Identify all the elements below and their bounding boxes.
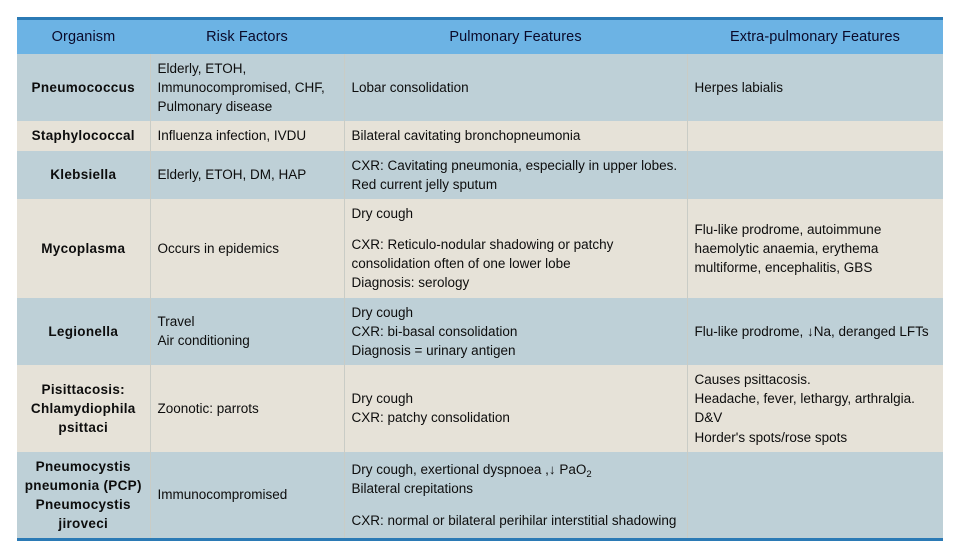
cell-line: Klebsiella (50, 167, 117, 183)
cell-line: Zoonotic: parrots (157, 400, 259, 416)
cell-line: CXR: Cavitating pneumonia, especially in… (351, 157, 678, 192)
cell-line: Diagnosis: serology (351, 275, 470, 291)
cell-line: Herpes labialis (694, 80, 784, 96)
cell-line: Bilateral crepitations (351, 481, 474, 497)
line-gap (352, 499, 680, 511)
cell-line: Pneumococcus (31, 80, 135, 96)
cell-organism: Staphylococcal (17, 121, 151, 151)
column-header-extra-pulmonary-features: Extra-pulmonary Features (687, 18, 943, 54)
cell-risk-factors: Elderly, ETOH, DM, HAP (149, 150, 345, 199)
cell-organism: Pisittacosis: Chlamydiophila psittaci (17, 365, 151, 452)
cell-extra-pulmonary-features: Causes psittacosis. Headache, fever, leth… (686, 365, 943, 452)
cell-line: Dry cough, exertional dyspnoea ,↓ PaO2 (351, 462, 592, 481)
cell-line: CXR: Reticulo-nodular shadowing or patch… (351, 237, 614, 272)
cell-organism: Legionella (17, 297, 151, 366)
pneumonia-table-container: Organism Risk Factors Pulmonary Features… (17, 17, 943, 541)
cell-line: Bilateral cavitating bronchopneumonia (351, 128, 581, 144)
cell-line: Occurs in epidemics (157, 240, 280, 256)
cell-line: Influenza infection, IVDU (157, 128, 307, 144)
cell-line: Pisittacosis: (41, 381, 125, 397)
cell-line: Dry cough (351, 205, 414, 221)
cell-line: Staphylococcal (31, 128, 135, 144)
cell-extra-pulmonary-features (686, 150, 943, 199)
pneumonia-organisms-table: Organism Risk Factors Pulmonary Features… (17, 17, 943, 541)
table-row: Pisittacosis: Chlamydiophila psittaci Zoono… (17, 365, 943, 452)
cell-line: Dry cough (351, 391, 414, 407)
cell-line: Elderly, ETOH, (157, 61, 247, 76)
table-row: Pneumococcus Elderly, ETOH, Immunocompromi… (17, 54, 943, 122)
table-header: Organism Risk Factors Pulmonary Features… (17, 18, 943, 54)
cell-line: Pneumocystis (35, 496, 131, 512)
cell-risk-factors: Occurs in epidemics (149, 198, 345, 298)
cell-line: Horder's spots/rose spots (694, 429, 848, 445)
cell-line: jiroveci (58, 516, 109, 532)
table-body: Pneumococcus Elderly, ETOH, Immunocompromi… (17, 54, 943, 540)
cell-organism: Mycoplasma (17, 198, 151, 298)
cell-line: Pneumocystis (35, 458, 131, 474)
cell-line: Lobar consolidation (351, 80, 469, 96)
column-header-pulmonary-features: Pulmonary Features (344, 18, 687, 54)
cell-line: Travel (157, 314, 195, 330)
cell-line: Legionella (48, 323, 119, 339)
cell-line: Diagnosis = urinary antigen (351, 342, 516, 358)
table-header-row: Organism Risk Factors Pulmonary Features… (17, 18, 943, 54)
cell-risk-factors: Influenza infection, IVDU (149, 121, 345, 151)
cell-line: Chlamydiophila (30, 400, 136, 416)
cell-pulmonary-features: Lobar consolidation (343, 54, 688, 122)
cell-line: psittaci (58, 419, 109, 435)
cell-line: Flu-like prodrome, autoimmune haemolytic… (694, 221, 882, 275)
table-row: Pneumocystis pneumonia (PCP) Pneumocystis j… (17, 451, 943, 540)
line-gap (352, 223, 680, 235)
cell-organism: Klebsiella (17, 150, 151, 199)
cell-extra-pulmonary-features (686, 451, 943, 540)
cell-risk-factors: Elderly, ETOH, Immunocompromised, CHF, Pul… (149, 54, 345, 122)
cell-line: Immunocompromised (157, 487, 288, 503)
cell-line: D&V (694, 410, 723, 426)
cell-line: Causes psittacosis. (694, 372, 811, 388)
cell-extra-pulmonary-features: Flu-like prodrome, ↓Na, deranged LFTs (686, 297, 943, 366)
cell-line: Pulmonary disease (157, 99, 273, 115)
cell-line: Mycoplasma (41, 240, 126, 256)
cell-risk-factors: Zoonotic: parrots (149, 365, 345, 452)
cell-line: Headache, fever, lethargy, arthralgia. (694, 391, 915, 407)
table-row: Klebsiella Elderly, ETOH, DM, HAP CXR: Cav… (17, 150, 943, 199)
cell-line: Elderly, ETOH, DM, HAP (157, 167, 307, 183)
cell-extra-pulmonary-features: Herpes labialis (686, 54, 943, 122)
table-row: Staphylococcal Influenza infection, IVDU B… (17, 121, 943, 151)
cell-line: Flu-like prodrome, ↓Na, deranged LFTs (694, 323, 929, 339)
cell-line: CXR: bi-basal consolidation (351, 323, 518, 339)
cell-line: pneumonia (PCP) (24, 477, 142, 493)
cell-extra-pulmonary-features (686, 121, 943, 151)
column-header-risk-factors: Risk Factors (150, 18, 344, 54)
cell-pulmonary-features: CXR: Cavitating pneumonia, especially in… (343, 150, 688, 199)
cell-organism: Pneumocystis pneumonia (PCP) Pneumocystis j… (17, 451, 151, 540)
cell-risk-factors: Immunocompromised (149, 451, 345, 540)
cell-extra-pulmonary-features: Flu-like prodrome, autoimmune haemolytic… (686, 198, 943, 298)
cell-line: CXR: normal or bilateral perihilar inter… (351, 512, 677, 528)
cell-organism: Pneumococcus (17, 54, 151, 122)
cell-pulmonary-features: Bilateral cavitating bronchopneumonia (343, 121, 688, 151)
column-header-organism: Organism (17, 18, 150, 54)
cell-line: Immunocompromised, CHF, (157, 80, 325, 96)
cell-line: CXR: patchy consolidation (351, 410, 510, 426)
cell-line: Air conditioning (157, 333, 250, 349)
cell-line: Dry cough (351, 304, 414, 320)
